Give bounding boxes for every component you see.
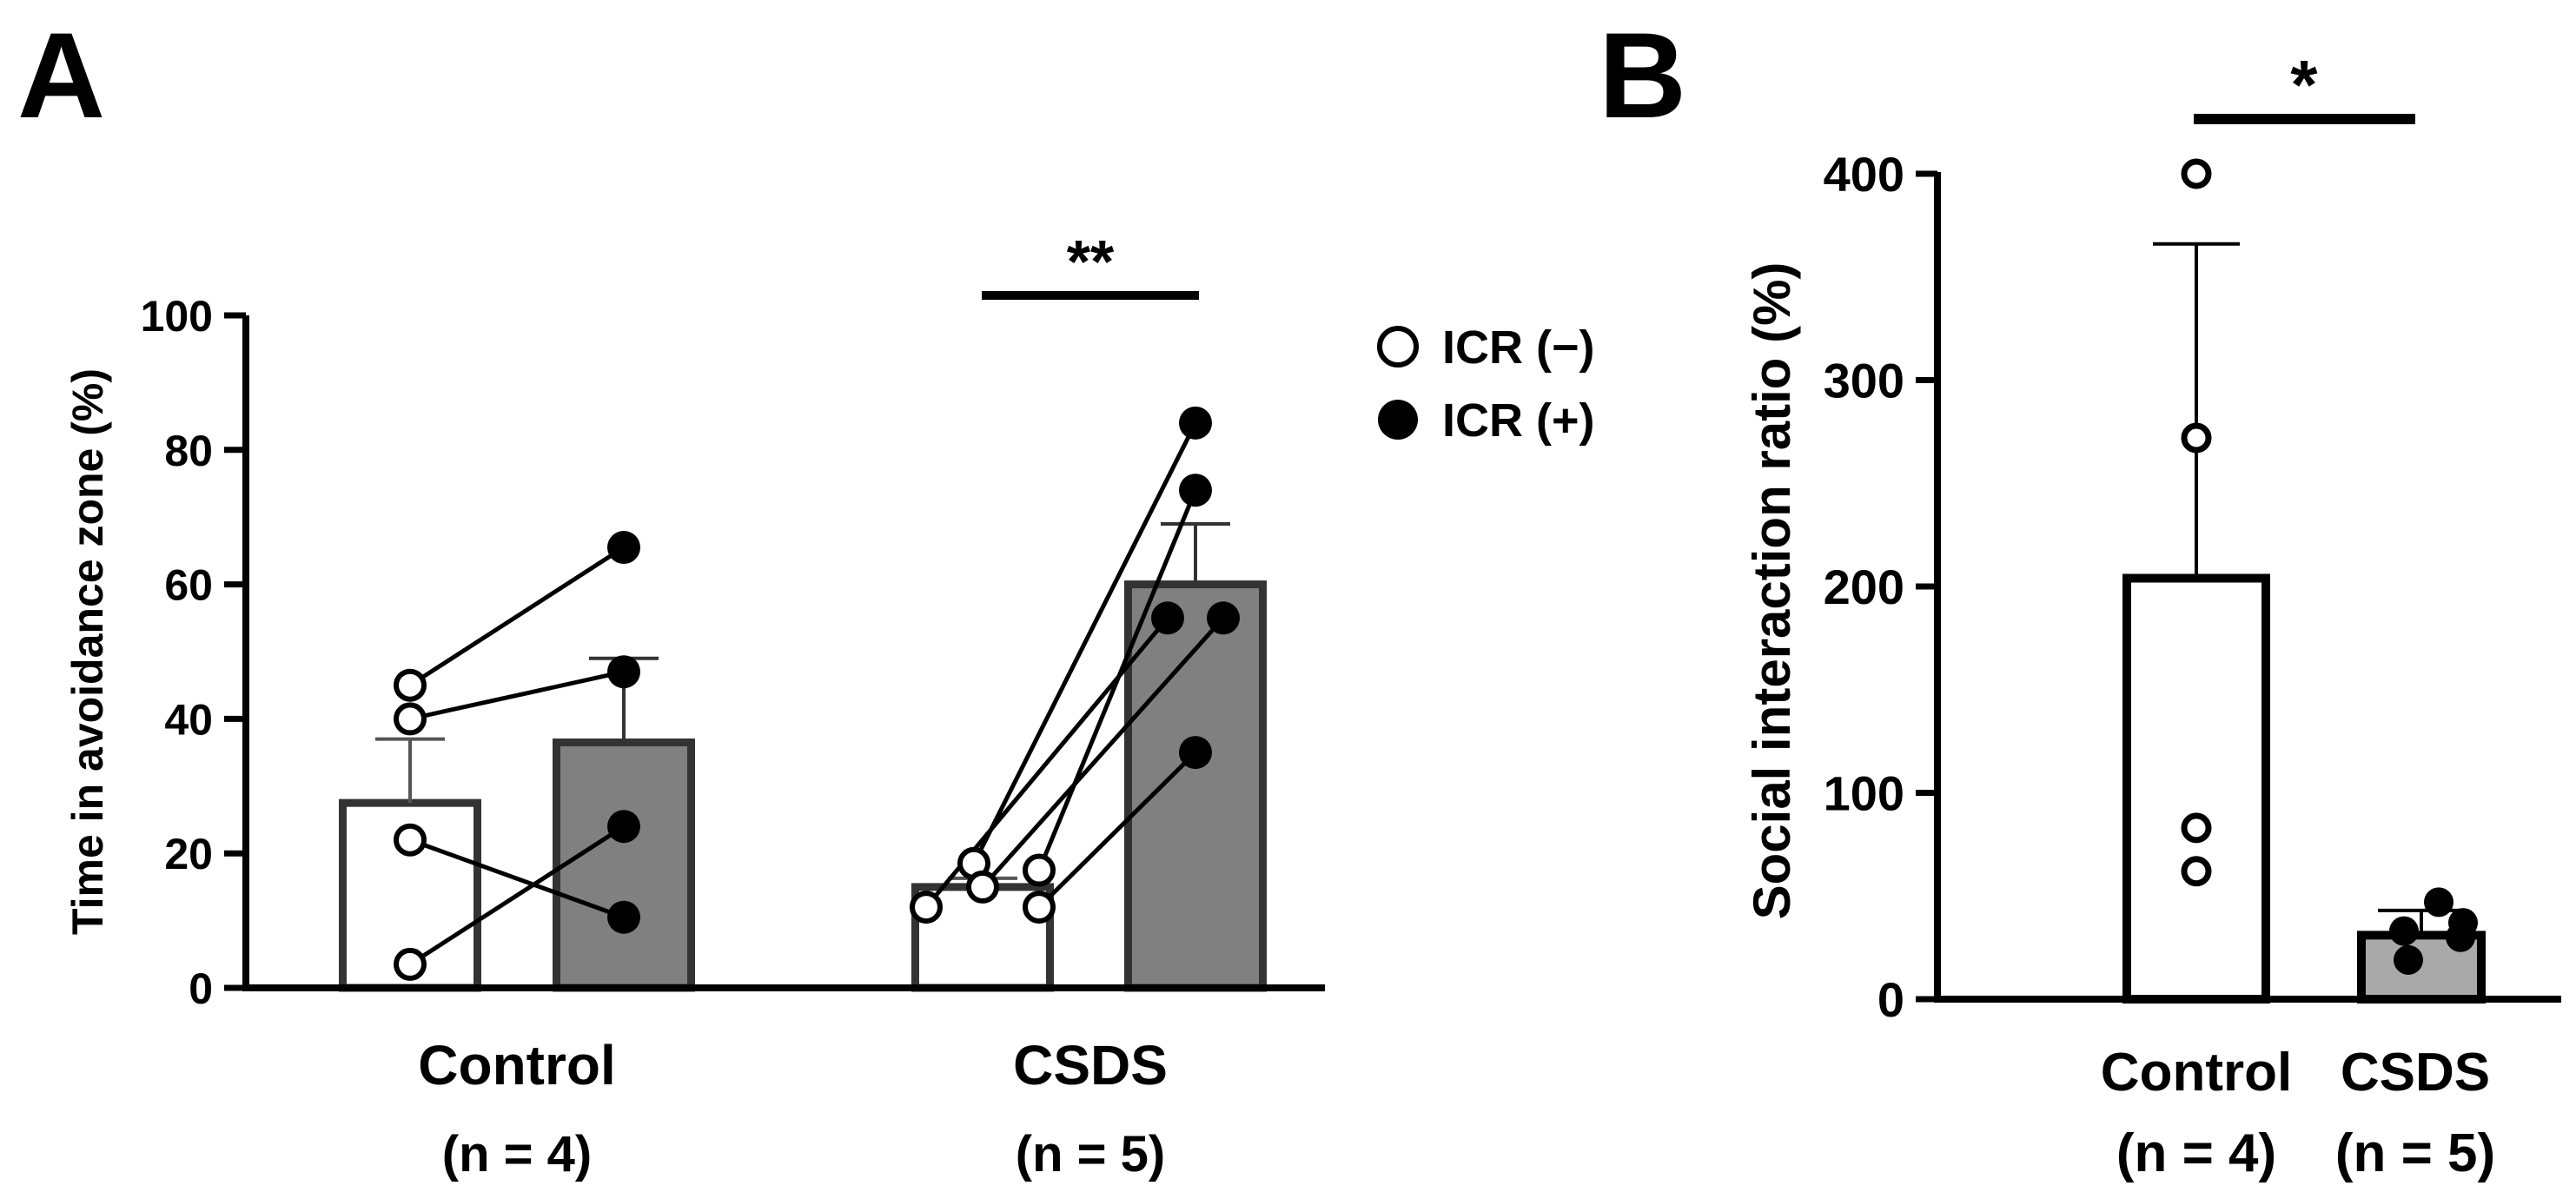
b-y-axis-label: Social interaction ratio (%) (1743, 262, 1801, 920)
b-point-filled (2446, 922, 2475, 952)
a-pair-line (1037, 751, 1197, 909)
b-n-label-csds: (n = 5) (2335, 1123, 2495, 1183)
a-pair-line (981, 616, 1225, 889)
a-point-open (394, 947, 427, 981)
b-y-tick-label: 400 (1824, 147, 1904, 202)
b-category-label-csds: CSDS (2341, 1043, 2490, 1103)
b-bar (2122, 573, 2270, 1004)
legend-entry-icr-minus: ICR (−) (1442, 321, 1595, 374)
a-y-tick-label: 0 (189, 964, 213, 1013)
panel-b-label: B (1599, 7, 1686, 143)
b-y-tick-label: 200 (1824, 560, 1904, 614)
b-category-label-control: Control (2101, 1043, 2292, 1103)
a-group-label-control: Control (418, 1034, 616, 1096)
a-bar (1124, 580, 1267, 992)
b-significance-label: * (2290, 46, 2318, 123)
b-point-filled (2424, 887, 2453, 917)
b-point-open (2181, 812, 2212, 844)
a-y-tick-label: 80 (164, 427, 213, 475)
a-point-open (1023, 853, 1056, 887)
a-y-tick-label: 60 (164, 561, 213, 610)
b-point-open (2181, 856, 2212, 887)
a-point-open (394, 823, 427, 857)
a-group-label-csds: CSDS (1013, 1034, 1168, 1096)
a-point-filled (1179, 474, 1212, 507)
b-n-label-control: (n = 4) (2116, 1123, 2276, 1183)
legend-entry-icr-plus: ICR (+) (1442, 394, 1595, 447)
a-y-tick-label: 20 (164, 830, 213, 878)
a-legend: ICR (−) ICR (+) (1377, 321, 1595, 447)
a-group-n-control: (n = 4) (442, 1126, 592, 1182)
panel-b-chart: 0 100 200 300 400 Social interaction ratio (… (1743, 46, 2561, 1183)
b-y-tick-label: 0 (1877, 972, 1904, 1027)
a-pair-line (409, 669, 625, 721)
a-pair-line (409, 838, 625, 920)
a-point-open (910, 891, 943, 924)
a-pair-line (408, 825, 626, 967)
a-point-filled (1151, 601, 1184, 635)
a-point-filled (607, 810, 640, 844)
b-y-tick-label: 300 (1824, 354, 1904, 408)
a-point-filled (1179, 406, 1212, 440)
a-pair-line (971, 421, 1198, 864)
a-point-filled (607, 655, 640, 689)
a-y-tick-label: 40 (164, 695, 213, 744)
a-y-axis-label: Time in avoidance zone (%) (63, 368, 112, 935)
b-point-open (2181, 422, 2212, 454)
b-point-filled (2389, 916, 2419, 946)
a-point-open (394, 668, 427, 702)
b-point-filled (2394, 944, 2423, 975)
legend-filled-circle-icon (1378, 400, 1418, 440)
a-point-open (966, 870, 999, 904)
a-pair-line (408, 545, 626, 687)
panel-a-label: A (17, 7, 105, 143)
a-point-filled (1207, 601, 1240, 635)
a-significance-label: ** (1067, 228, 1115, 295)
b-y-tick-label: 100 (1824, 766, 1904, 821)
a-point-filled (607, 531, 640, 565)
a-point-filled (1179, 736, 1212, 770)
a-point-open (1023, 891, 1056, 924)
a-point-open (394, 702, 427, 736)
a-y-tick-label: 100 (141, 292, 213, 341)
legend-open-circle-icon (1377, 326, 1419, 368)
a-group-n-csds: (n = 5) (1016, 1126, 1165, 1182)
a-point-filled (607, 900, 640, 934)
a-bar (553, 738, 695, 992)
b-point-open (2181, 158, 2212, 189)
